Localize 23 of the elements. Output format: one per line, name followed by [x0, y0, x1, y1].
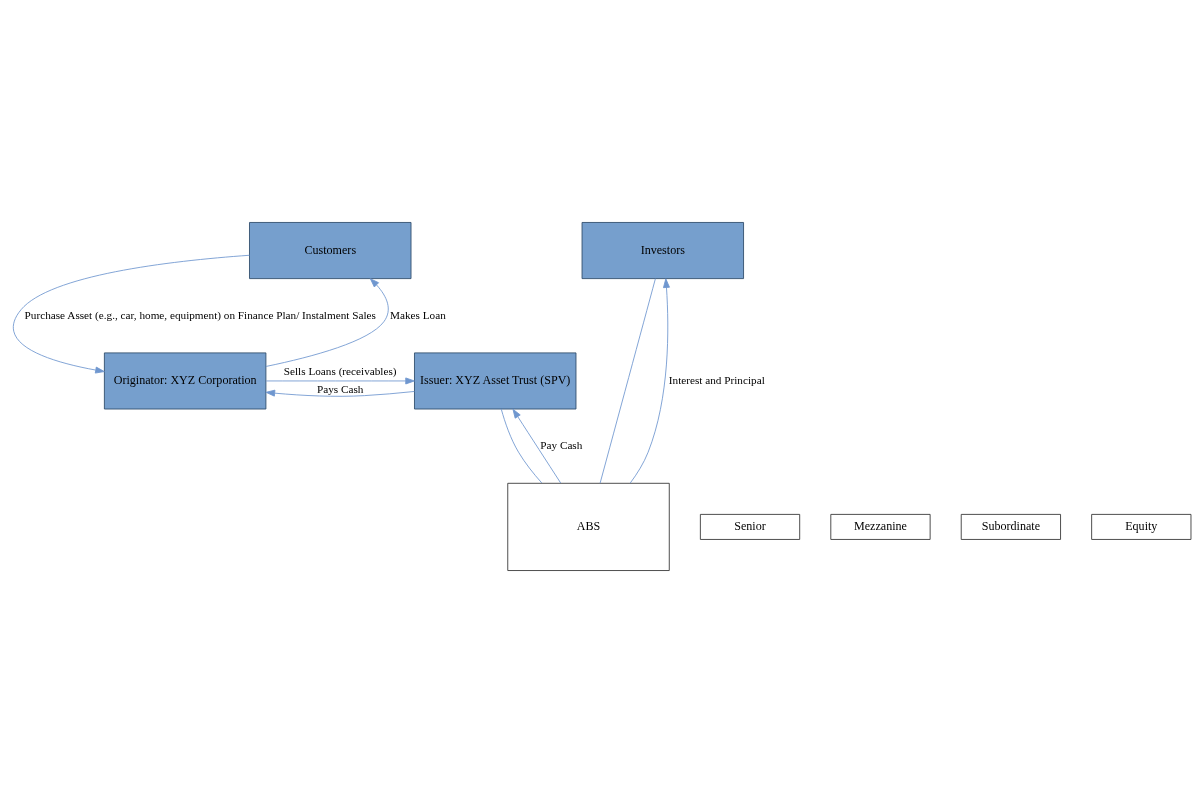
edge-label: Pays Cash	[316, 382, 364, 395]
node-box: Mezzanine	[830, 513, 931, 540]
node-box: ABS	[507, 482, 670, 571]
edge-label: Sells Loans (receivables)	[283, 365, 397, 378]
connector	[599, 278, 656, 484]
node-box: Issuer: XYZ Asset Trust (SPV)	[414, 352, 577, 410]
arrow	[629, 278, 670, 484]
edge-label: Interest and Principal	[668, 373, 765, 386]
connector	[500, 408, 543, 484]
arrow	[265, 389, 415, 397]
edge-label: Pay Cash	[540, 439, 583, 452]
arrow	[265, 278, 389, 367]
arrow	[512, 408, 562, 484]
edge-label: Makes Loan	[390, 308, 446, 321]
node-box: Equity	[1091, 513, 1192, 540]
arrow	[13, 254, 250, 374]
node-box: Investors	[581, 222, 744, 280]
node-box: Senior	[699, 513, 801, 540]
edge-label: Purchase Asset (e.g., car, home, equipment) on Finance Plan/ Instalment Sales	[24, 308, 376, 321]
node-box: Subordinate	[960, 513, 1061, 540]
node-box: Customers	[249, 222, 412, 280]
arrow	[265, 377, 415, 385]
node-box: Originator: XYZ Corporation	[103, 352, 267, 410]
